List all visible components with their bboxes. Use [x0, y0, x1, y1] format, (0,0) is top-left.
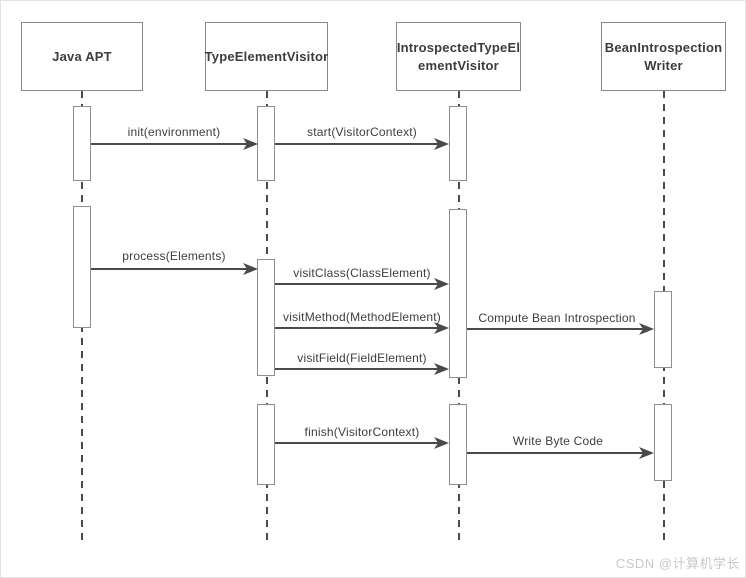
activation-bar-bean-writer-2	[654, 404, 672, 481]
activation-bar-introspected-2	[449, 209, 467, 378]
arrow-shaft	[91, 268, 248, 270]
message-label-visit-method: visitMethod(MethodElement)	[283, 310, 441, 324]
activation-bar-introspected-3	[449, 404, 467, 485]
activation-bar-java-apt-2	[73, 206, 91, 328]
arrow-shaft	[91, 143, 248, 145]
message-label-visit-field: visitField(FieldElement)	[297, 351, 427, 365]
participant-label: BeanIntrospection Writer	[604, 39, 723, 73]
message-label-compute-bean-introspection: Compute Bean Introspection	[478, 311, 636, 325]
participant-label: IntrospectedTypeEl ementVisitor	[396, 39, 521, 73]
participant-box-bean-introspection-writer: BeanIntrospection Writer	[601, 22, 726, 91]
message-label-finish: finish(VisitorContext)	[304, 425, 420, 439]
watermark: CSDN @计算机学长	[615, 556, 740, 571]
activation-bar-type-element-visitor-1	[257, 106, 275, 181]
message-label-visit-class: visitClass(ClassElement)	[293, 266, 431, 280]
arrow-shaft	[275, 368, 439, 370]
message-label-start: start(VisitorContext)	[306, 125, 418, 139]
message-arrow-write-byte-code	[467, 446, 654, 460]
arrow-shaft	[275, 442, 439, 444]
arrow-shaft	[275, 327, 439, 329]
participant-box-java-apt: Java APT	[21, 22, 143, 91]
participant-label: TypeElementVisitor	[204, 48, 329, 64]
arrow-shaft	[275, 283, 439, 285]
message-arrow-process	[91, 262, 258, 276]
message-arrow-compute-bean-introspection	[467, 322, 654, 336]
activation-bar-type-element-visitor-3	[257, 404, 275, 485]
message-arrow-init	[91, 137, 258, 151]
participant-box-type-element-visitor: TypeElementVisitor	[205, 22, 328, 91]
activation-bar-java-apt-1	[73, 106, 91, 181]
message-arrow-visit-field	[275, 362, 449, 376]
message-label-write-byte-code: Write Byte Code	[512, 434, 604, 448]
arrow-shaft	[467, 452, 644, 454]
arrow-shaft	[467, 328, 644, 330]
activation-bar-type-element-visitor-2	[257, 259, 275, 376]
message-label-process: process(Elements)	[122, 249, 226, 263]
activation-bar-bean-writer-1	[654, 291, 672, 368]
message-arrow-visit-class	[275, 277, 449, 291]
message-arrow-visit-method	[275, 321, 449, 335]
message-label-init: init(environment)	[127, 125, 221, 139]
participant-box-introspected-type-element-visitor: IntrospectedTypeEl ementVisitor	[396, 22, 521, 91]
participant-label: Java APT	[52, 48, 112, 64]
arrow-shaft	[275, 143, 439, 145]
message-arrow-finish	[275, 436, 449, 450]
message-arrow-start	[275, 137, 449, 151]
activation-bar-introspected-1	[449, 106, 467, 181]
